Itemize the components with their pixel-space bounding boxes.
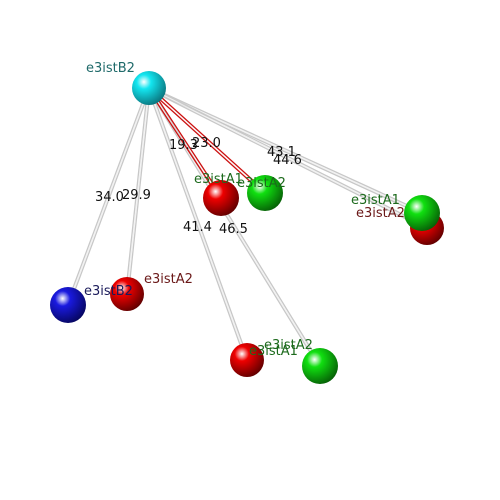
bond-green-mid (147, 86, 267, 195)
atom-blue[interactable] (50, 287, 86, 323)
atoms-layer (50, 71, 444, 384)
atom-label-hub: e3istB2 (86, 61, 135, 76)
distance-label-green-right: 43.1 (267, 145, 296, 160)
atom-label-red-right: e3istA2 (356, 206, 405, 221)
atom-label-green-mid: e3istA2 (237, 176, 286, 191)
distance-label-blue: 34.0 (95, 190, 124, 205)
distance-labels-layer: 34.029.9 41.4 46.5 19.323.0 43.144.6 (95, 136, 302, 237)
bonds-layer (66, 86, 428, 368)
atom-red-mid[interactable] (203, 180, 239, 216)
distance-label-green-mid: 23.0 (192, 136, 221, 151)
bond-red-bottom (147, 87, 249, 361)
distance-label-green-bottom: 46.5 (219, 222, 248, 237)
atom-label-red-bottom: e3istA1 (249, 344, 298, 359)
distance-label-red-left: 29.9 (122, 188, 151, 203)
distance-label-red-right: 44.6 (273, 153, 302, 168)
atom-red-bottom[interactable] (230, 343, 264, 377)
atom-label-green-right: e3istA1 (351, 193, 400, 208)
bond-blue (66, 87, 151, 306)
atom-hub[interactable] (132, 71, 166, 105)
bond-red-left (124, 87, 152, 295)
atom-labels-layer: e3istB2e3istB2e3istA2e3istA1e3istA2e3ist… (84, 61, 405, 359)
distance-label-red-bottom: 41.4 (183, 220, 212, 235)
atom-green-right[interactable] (404, 195, 440, 231)
distance-label-red-mid: 19.3 (169, 138, 198, 153)
bond-red-mid (147, 86, 223, 200)
atom-green-bottom[interactable] (302, 348, 338, 384)
atom-label-red-mid: e3istA1 (194, 172, 243, 187)
bond-red-right (148, 86, 428, 230)
atom-green-mid[interactable] (247, 175, 283, 211)
atom-label-blue: e3istB2 (84, 284, 133, 299)
atom-red-left[interactable] (110, 277, 144, 311)
atom-label-green-bottom: e3istA2 (264, 338, 313, 353)
atom-label-red-left: e3istA2 (144, 272, 193, 287)
